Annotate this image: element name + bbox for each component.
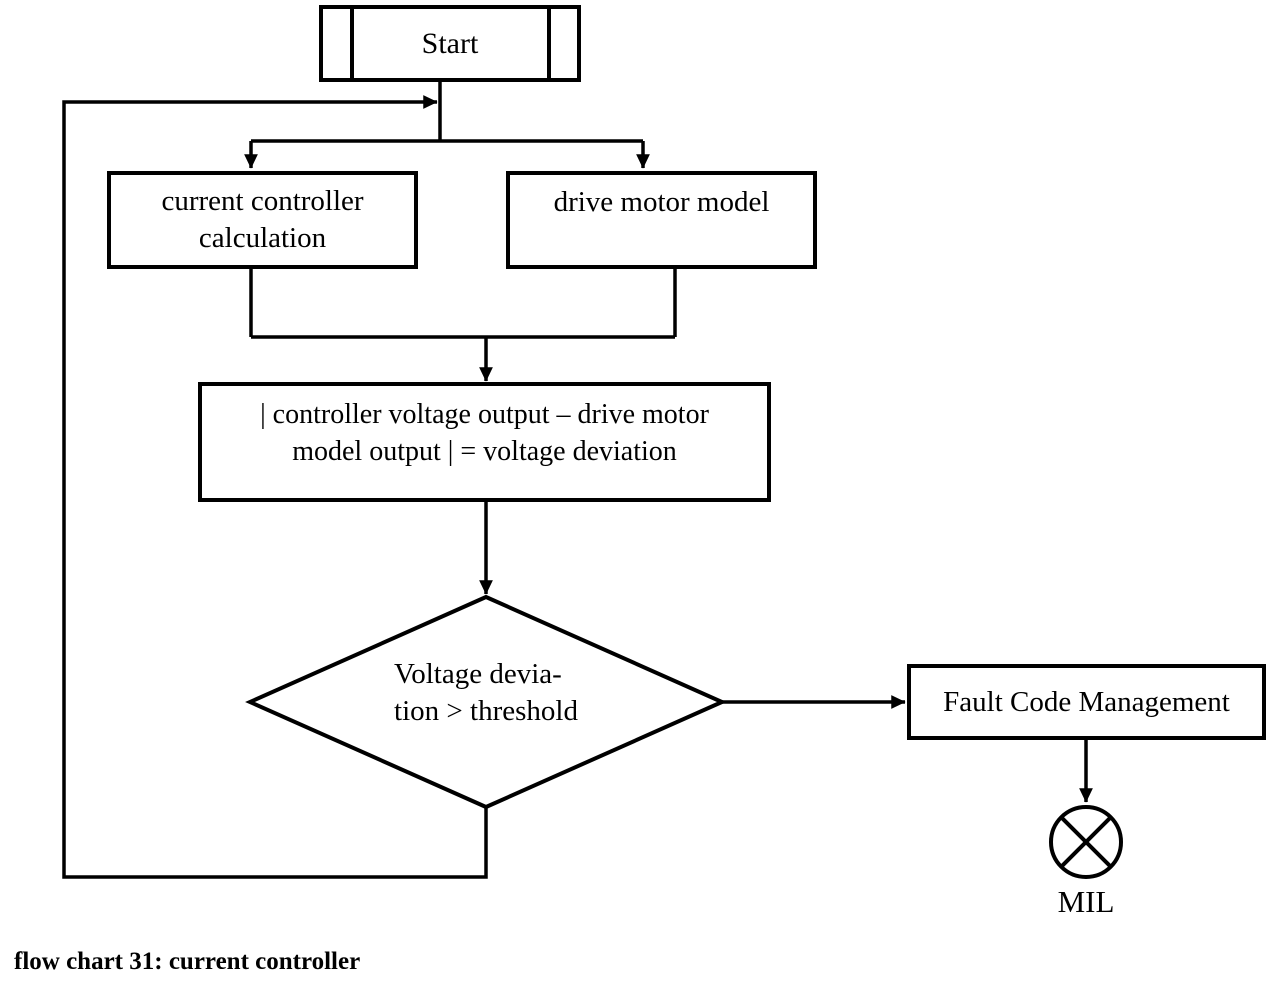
current-controller-box — [107, 171, 418, 269]
voltage-deviation-label-line2: model output | = voltage deviation — [292, 436, 677, 467]
decision-label-line1: Voltage devia- — [394, 658, 562, 690]
drive-motor-box — [506, 171, 817, 269]
current-controller-label-line1: current controller — [161, 185, 364, 217]
loopback-connector — [62, 95, 488, 879]
mil-lamp-icon — [1049, 805, 1123, 879]
decision-diamond — [245, 594, 727, 810]
merge-connector — [249, 267, 677, 339]
decision-label-line2: tion > threshold — [394, 695, 578, 727]
fault-code-label: Fault Code Management — [943, 685, 1230, 718]
fault-code-box — [907, 664, 1266, 740]
voltage-deviation-label: | controller voltage output – drive moto… — [200, 384, 769, 470]
current-controller-label-line2: calculation — [198, 222, 327, 254]
decision-label: Voltage devia- tion > threshold — [250, 597, 722, 807]
figure-caption: flow chart 31: current controller — [14, 948, 361, 975]
start-label: Start — [421, 26, 479, 60]
drive-motor-label: drive motor model — [553, 186, 770, 218]
current-controller-label: current controller calculation — [109, 173, 416, 267]
start-node — [319, 5, 581, 82]
mil-label: MIL — [1057, 884, 1115, 919]
voltage-deviation-label-line1: | controller voltage output – drive moto… — [260, 399, 709, 430]
voltage-deviation-box — [198, 382, 771, 502]
decision-label-text: Voltage devia- tion > threshold — [394, 656, 578, 730]
